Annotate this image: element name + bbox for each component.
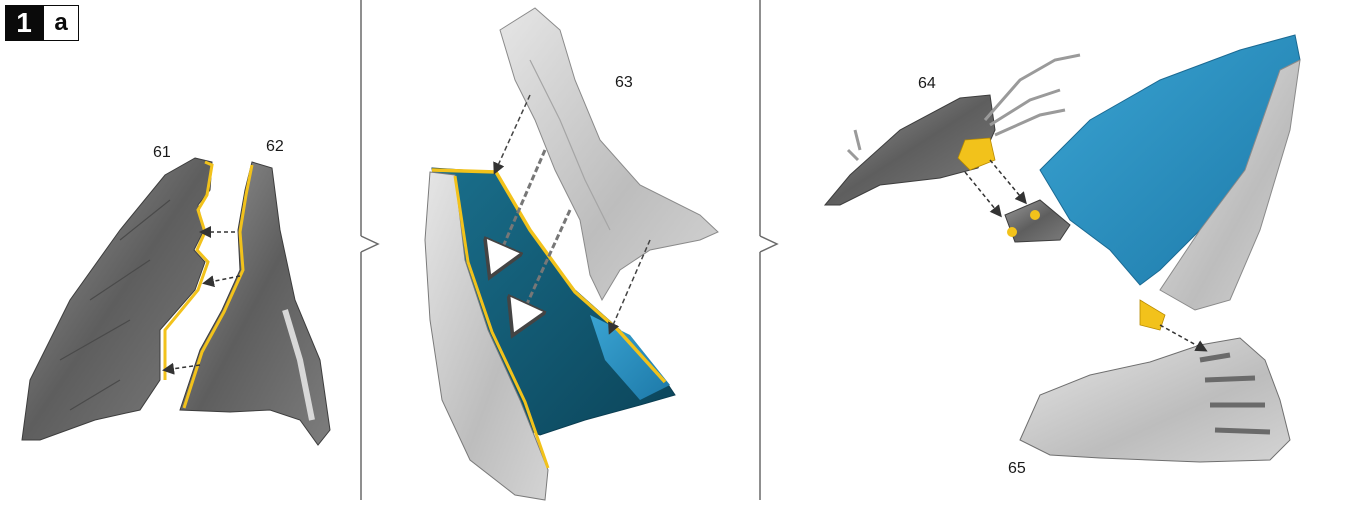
label-63: 63: [615, 74, 633, 92]
badge-letter: a: [43, 5, 79, 41]
label-65: 65: [1008, 460, 1026, 478]
blue-bone-panel-3: [1005, 35, 1300, 330]
bone-65: [1020, 338, 1290, 462]
badge-number: 1: [5, 5, 43, 41]
panel-divider-right: [760, 0, 777, 500]
bone-61: [22, 158, 212, 440]
figure-badge: 1 a: [5, 5, 79, 41]
label-62: 62: [266, 138, 284, 156]
panel-divider-left: [361, 0, 378, 500]
label-64: 64: [918, 75, 936, 93]
label-61: 61: [153, 144, 171, 162]
bone-64: [825, 55, 1080, 205]
